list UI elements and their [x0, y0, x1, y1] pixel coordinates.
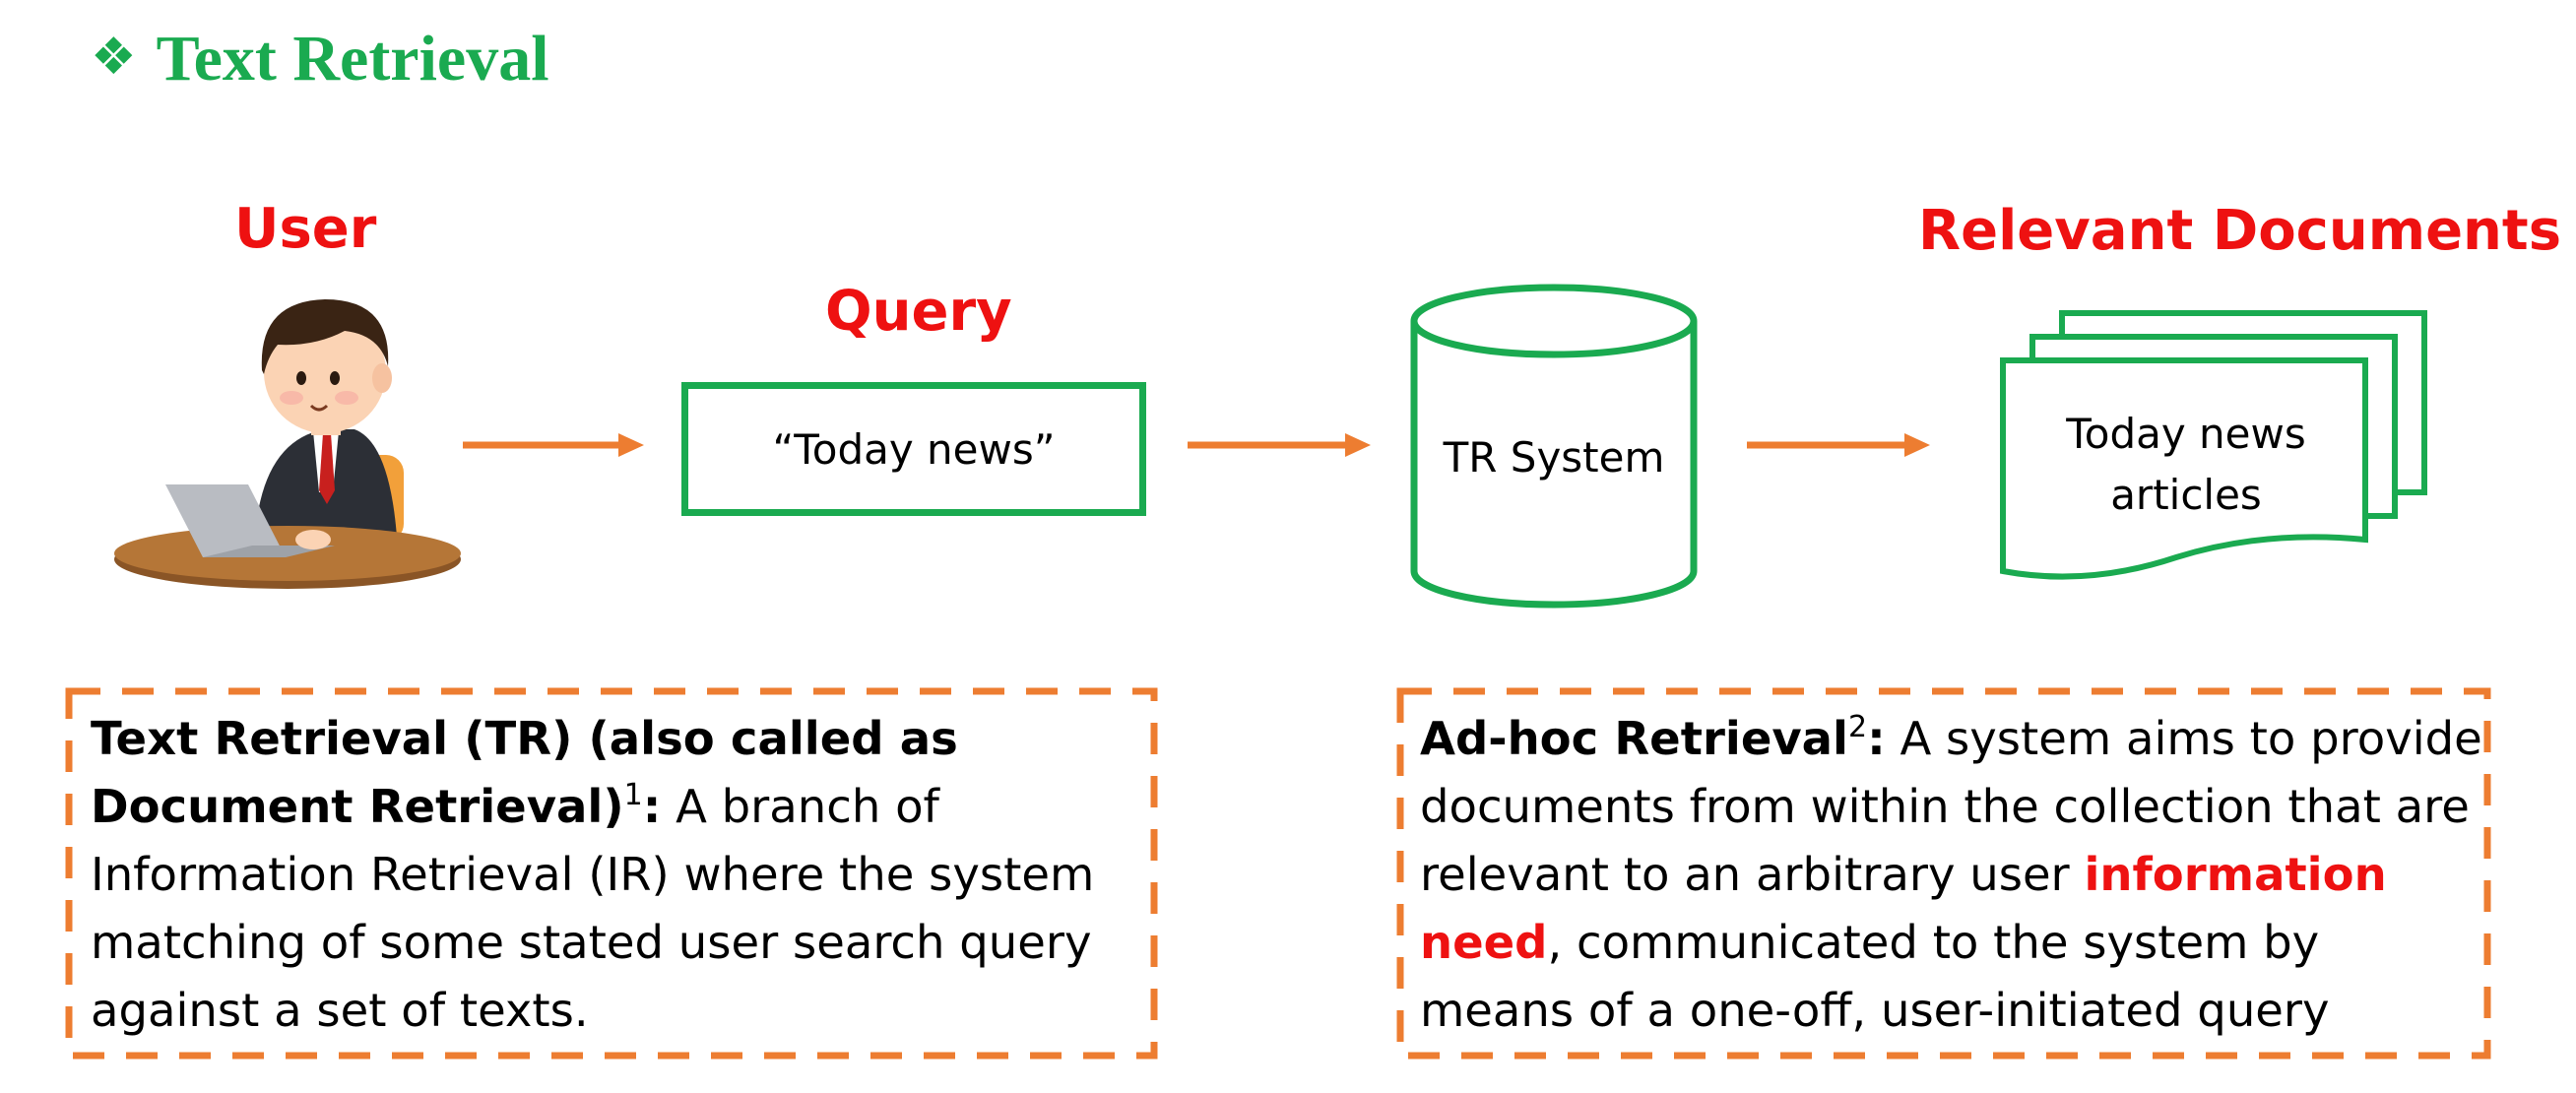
query-label: Query — [825, 280, 1012, 344]
documents-text: Today news articles — [2029, 404, 2344, 526]
adhoc-definition-highlight: information need — [1420, 848, 2387, 969]
arrow-query-to-system — [1188, 433, 1371, 457]
adhoc-definition: Ad-hoc Retrieval2: A system aims to prov… — [1420, 705, 2483, 1045]
tr-system-text: TR System — [1443, 433, 1665, 482]
query-text: “Today news” — [772, 424, 1056, 474]
arrow-user-to-query — [463, 433, 644, 457]
relevant-documents-label: Relevant Documents — [1918, 199, 2562, 263]
tr-definition: Text Retrieval (TR) (also called as Docu… — [91, 705, 1144, 1045]
query-box: “Today news” — [681, 382, 1146, 516]
tr-definition-colon: : — [642, 780, 662, 833]
person-at-laptop-icon — [114, 299, 461, 589]
arrow-system-to-documents — [1747, 433, 1930, 457]
tr-definition-border — [65, 687, 1158, 1060]
diamond-bullet-icon: ❖ — [91, 28, 137, 87]
database-cylinder-icon — [1410, 284, 1698, 609]
adhoc-definition-term: Ad-hoc Retrieval — [1420, 712, 1848, 765]
documents-text-line2: articles — [2110, 471, 2262, 519]
tr-definition-term: Text Retrieval (TR) (also called as Docu… — [91, 712, 958, 833]
adhoc-definition-body-before: A system aims to provide documents from … — [1420, 712, 2482, 901]
page-title: ❖ Text Retrieval — [91, 22, 549, 96]
adhoc-definition-border — [1396, 687, 2491, 1060]
tr-definition-body: A branch of Information Retrieval (IR) w… — [91, 780, 1095, 1037]
tr-definition-footnote: 1 — [623, 778, 643, 812]
adhoc-definition-colon: : — [1867, 712, 1886, 765]
stacked-documents-icon — [2000, 310, 2427, 580]
page-title-text: Text Retrieval — [156, 23, 549, 95]
adhoc-definition-body-after: , communicated to the system by means of… — [1420, 916, 2330, 1037]
adhoc-definition-footnote: 2 — [1847, 710, 1868, 744]
documents-text-line1: Today news — [2066, 410, 2306, 458]
user-label: User — [234, 197, 377, 261]
